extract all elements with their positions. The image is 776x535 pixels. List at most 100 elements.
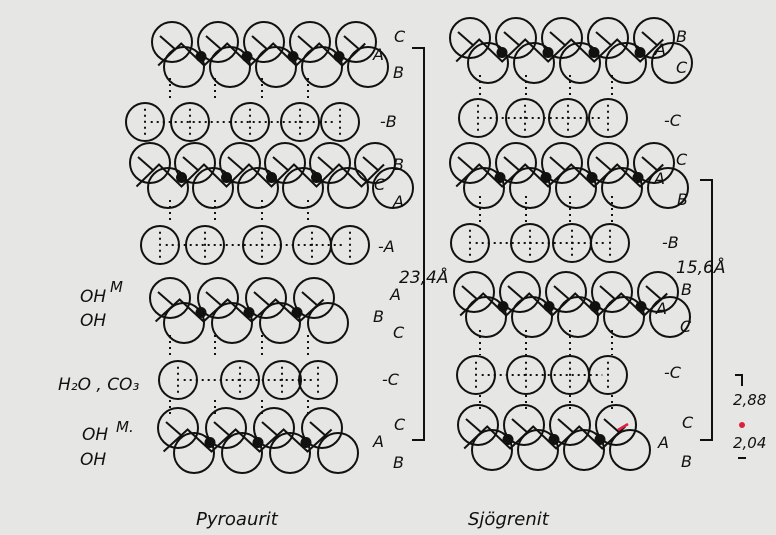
stack-letter: B <box>681 280 692 299</box>
oxygen-atom <box>372 167 414 209</box>
oxygen-atom <box>269 432 311 474</box>
octahedral-layer <box>449 17 693 84</box>
interlayer-row <box>140 225 370 265</box>
oxygen-atom <box>301 407 343 449</box>
bond-spoke <box>549 31 567 47</box>
stack-letter: C <box>676 150 688 169</box>
bond-spoke <box>213 421 231 437</box>
bond-spoke <box>507 285 525 301</box>
oxygen-atom <box>453 271 495 313</box>
bond-spoke <box>301 291 319 307</box>
oxygen-atom <box>633 17 675 59</box>
octahedral-layer <box>129 142 414 209</box>
oxygen-atom <box>129 142 171 184</box>
left-period-bracket <box>412 47 425 441</box>
oxygen-atom <box>289 21 331 63</box>
bond-spoke <box>227 156 245 172</box>
bond-spoke <box>182 156 200 172</box>
oxygen-atom <box>245 277 287 319</box>
oxygen-atom <box>264 142 306 184</box>
metal-site <box>634 47 646 58</box>
stack-letter: C <box>394 27 406 46</box>
oxygen-atom <box>541 17 583 59</box>
oxygen-atom <box>587 142 629 184</box>
stack-letter: B <box>677 190 688 209</box>
metal-site <box>176 172 187 183</box>
stack-letter: C <box>374 175 386 194</box>
stack-letter: B <box>393 155 404 174</box>
caption-sjogrenite: Sjögrenit <box>468 509 550 530</box>
metal-site <box>632 172 644 183</box>
metal-site <box>243 307 255 318</box>
bond-spoke <box>165 421 183 437</box>
bond-spoke <box>465 418 483 434</box>
oxygen-atom <box>219 142 261 184</box>
metal-site <box>635 301 647 312</box>
distance-tick-upper <box>735 374 743 386</box>
octahedral-layer <box>151 21 389 88</box>
stack-letter: A <box>372 432 384 451</box>
oxygen-atom <box>649 296 691 338</box>
stack-letter: -B <box>662 233 679 252</box>
bond-spoke <box>641 156 659 172</box>
stack-letter: A <box>392 192 404 211</box>
bond-spoke <box>461 285 479 301</box>
bond-spoke <box>253 291 271 307</box>
metal-site <box>311 172 322 183</box>
oxygen-atom <box>354 142 396 184</box>
oxygen-atom <box>559 42 601 84</box>
bond-spoke <box>159 35 177 51</box>
species-oh-bottom-1: OH <box>82 425 108 445</box>
stack-letter: B <box>676 27 687 46</box>
oxygen-atom <box>503 404 545 446</box>
interlayer-molecule <box>170 102 210 142</box>
oxygen-atom <box>309 142 351 184</box>
left-species-labels: OH M OH H₂O , CO₃ OH M. OH <box>58 278 139 470</box>
oxygen-atom <box>545 271 587 313</box>
octahedral-layer <box>457 404 651 471</box>
bond-zigzag <box>154 298 325 323</box>
caption-pyroaurite: Pyroaurit <box>196 509 279 530</box>
oxygen-atom <box>467 42 509 84</box>
metal-site <box>494 172 506 183</box>
metal-site <box>542 47 554 58</box>
metal-site <box>586 172 598 183</box>
stack-letter: -C <box>664 363 682 382</box>
interlayer-row <box>456 355 628 395</box>
oxygen-atom <box>327 167 369 209</box>
oxygen-atom <box>457 404 499 446</box>
bond-spoke <box>549 156 567 172</box>
metal-site <box>543 301 555 312</box>
stack-letter: A <box>655 299 667 318</box>
oxygen-atom <box>587 17 629 59</box>
interlayer-molecule <box>230 102 270 142</box>
bond-spoke <box>205 35 223 51</box>
metal-site <box>252 437 264 448</box>
metal-site <box>195 51 207 62</box>
bond-spoke <box>603 418 621 434</box>
bond-spoke <box>272 156 290 172</box>
stack-letter: C <box>680 317 692 336</box>
metal-site <box>241 51 253 62</box>
metal-site <box>589 301 601 312</box>
interlayer-row <box>450 223 630 263</box>
distance-lower-label: 2,04 <box>733 434 766 452</box>
stack-letter: C <box>394 415 406 434</box>
stack-letter: C <box>676 58 688 77</box>
bond-spoke <box>595 156 613 172</box>
bond-spoke <box>205 291 223 307</box>
oxygen-atom <box>197 277 239 319</box>
metal-site <box>221 172 232 183</box>
stack-letter: -B <box>380 112 397 131</box>
stack-letter: -A <box>378 237 395 256</box>
bond-spoke <box>457 156 475 172</box>
metal-site <box>266 172 277 183</box>
bond-zigzag <box>135 163 385 188</box>
oxygen-atom <box>293 277 335 319</box>
red-marker-dot <box>739 422 745 428</box>
bond-zigzag <box>157 42 366 67</box>
bond-spoke <box>251 35 269 51</box>
metal-site <box>497 301 509 312</box>
bond-spoke <box>503 31 521 47</box>
